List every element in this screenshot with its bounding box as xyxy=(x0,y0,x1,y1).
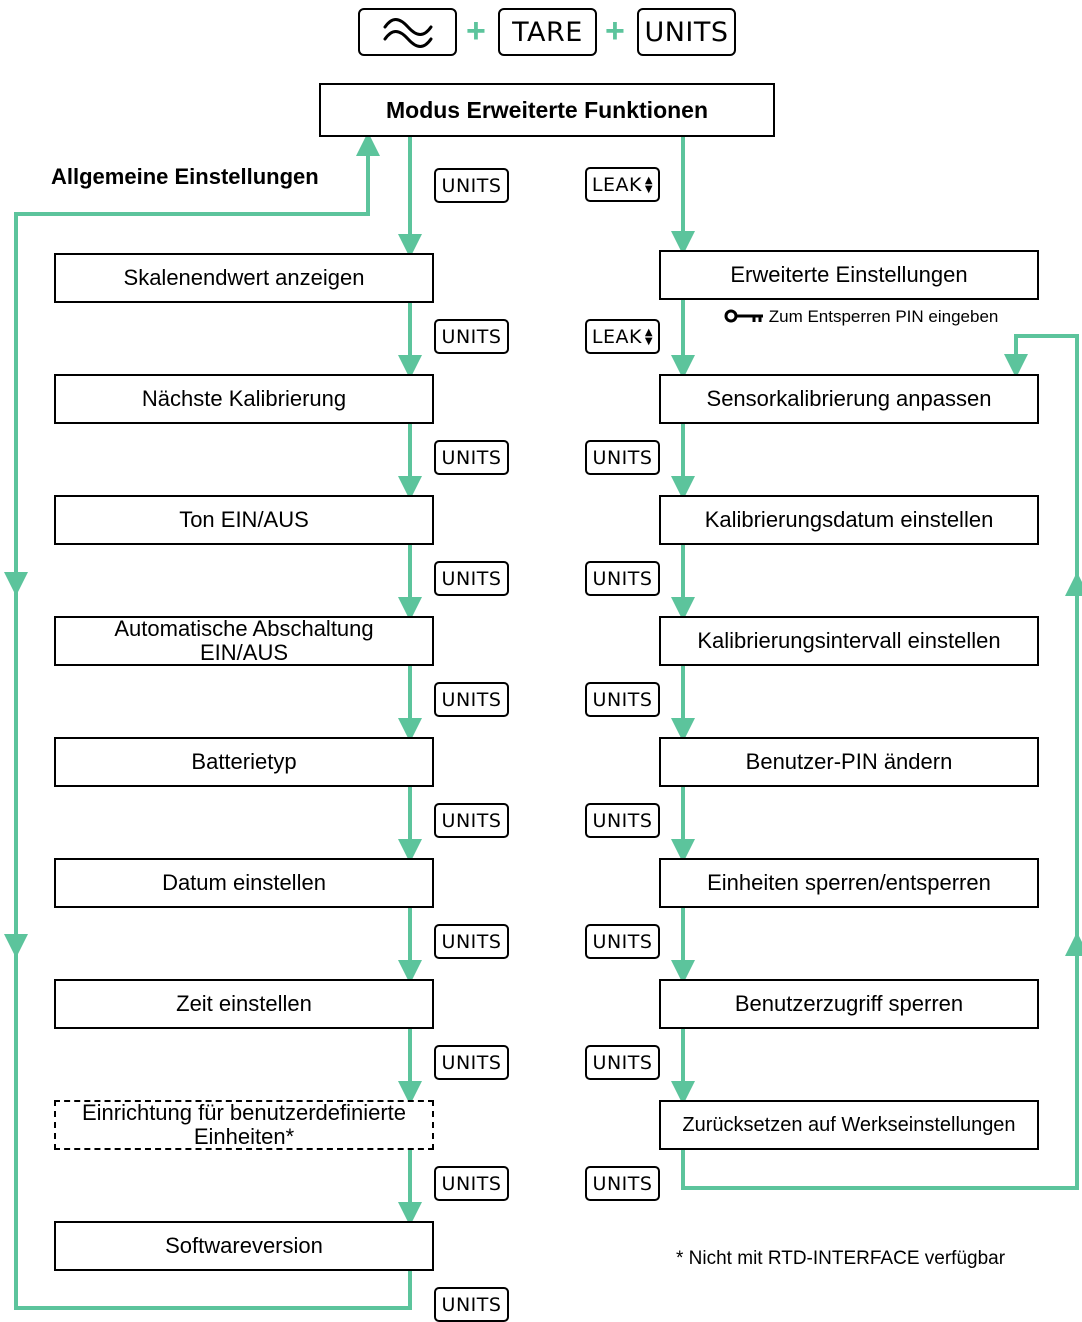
units-key-right-7[interactable]: UNITS xyxy=(585,1045,660,1080)
step-left-2: Ton EIN/AUS xyxy=(54,495,434,545)
units-key-left-0[interactable]: UNITS xyxy=(434,168,509,203)
units-key-left-4[interactable]: UNITS xyxy=(434,682,509,717)
step-left-4: Batterietyp xyxy=(54,737,434,787)
step-right-3: Kalibrierungsintervall einstellen xyxy=(659,616,1039,666)
wave-icon xyxy=(383,18,432,48)
tare-key[interactable]: TARE xyxy=(498,8,597,56)
footnote: * Nicht mit RTD-INTERFACE verfügbar xyxy=(676,1248,1006,1269)
units-key-right-5[interactable]: UNITS xyxy=(585,803,660,838)
units-key-right-2[interactable]: UNITS xyxy=(585,440,660,475)
arrow-left-return xyxy=(14,132,412,1310)
step-left-6: Zeit einstellen xyxy=(54,979,434,1029)
units-key-right-4[interactable]: UNITS xyxy=(585,682,660,717)
step-right-4: Benutzer-PIN ändern xyxy=(659,737,1039,787)
step-right-6: Benutzerzugriff sperren xyxy=(659,979,1039,1029)
pin-note-text: Zum Entsperren PIN eingeben xyxy=(768,307,999,326)
units-key-header[interactable]: UNITS xyxy=(637,8,736,56)
leak-key-label: LEAK xyxy=(591,325,642,348)
step-left-8: Softwareversion xyxy=(54,1221,434,1271)
leak-key-right-0[interactable]: LEAK▲▼ xyxy=(585,167,660,202)
step-right-2: Kalibrierungsdatum einstellen xyxy=(659,495,1039,545)
step-left-0: Skalenendwert anzeigen xyxy=(54,253,434,303)
up-down-icon: ▲▼ xyxy=(644,326,654,347)
pin-note: Zum Entsperren PIN eingeben xyxy=(724,307,998,327)
step-left-7: Einrichtung für benutzerdefinierte Einhe… xyxy=(54,1100,434,1150)
units-key-left-7[interactable]: UNITS xyxy=(434,1045,509,1080)
wave-key[interactable] xyxy=(358,8,457,56)
units-key-left-2[interactable]: UNITS xyxy=(434,440,509,475)
step-right-5: Einheiten sperren/entsperren xyxy=(659,858,1039,908)
arrow-right-return xyxy=(681,334,1079,1190)
units-key-left-9[interactable]: UNITS xyxy=(434,1287,509,1322)
step-left-1: Nächste Kalibrierung xyxy=(54,374,434,424)
units-key-right-8[interactable]: UNITS xyxy=(585,1166,660,1201)
step-right-0: Erweiterte Einstellungen xyxy=(659,250,1039,300)
plus-sign-2: + xyxy=(605,12,625,50)
key-icon xyxy=(724,309,763,323)
units-key-left-5[interactable]: UNITS xyxy=(434,803,509,838)
mode-title-box: Modus Erweiterte Funktionen xyxy=(319,83,775,137)
step-left-5: Datum einstellen xyxy=(54,858,434,908)
units-key-left-1[interactable]: UNITS xyxy=(434,319,509,354)
units-key-left-6[interactable]: UNITS xyxy=(434,924,509,959)
units-key-left-8[interactable]: UNITS xyxy=(434,1166,509,1201)
units-key-right-6[interactable]: UNITS xyxy=(585,924,660,959)
left-heading: Allgemeine Einstellungen xyxy=(51,164,319,189)
up-down-icon: ▲▼ xyxy=(644,174,654,195)
units-key-left-3[interactable]: UNITS xyxy=(434,561,509,596)
step-right-1: Sensorkalibrierung anpassen xyxy=(659,374,1039,424)
leak-key-right-1[interactable]: LEAK▲▼ xyxy=(585,319,660,354)
step-right-7: Zurücksetzen auf Werkseinstellungen xyxy=(659,1100,1039,1150)
units-key-right-3[interactable]: UNITS xyxy=(585,561,660,596)
plus-sign-1: + xyxy=(466,12,486,50)
step-left-3: Automatische Abschaltung EIN/AUS xyxy=(54,616,434,666)
leak-key-label: LEAK xyxy=(591,173,642,196)
